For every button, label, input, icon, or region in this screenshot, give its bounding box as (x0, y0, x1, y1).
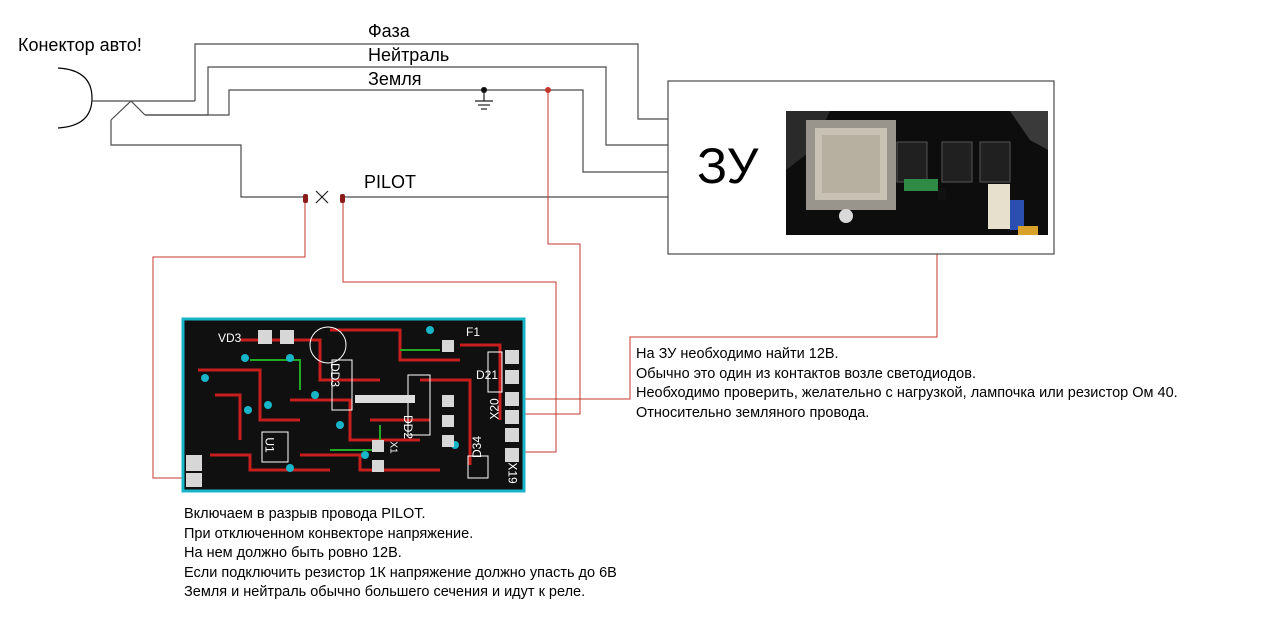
pcb-label-d34: D34 (470, 435, 485, 459)
charger-note-line: Необходимо проверить, желательно с нагру… (636, 385, 1178, 401)
signal-wires (152, 90, 938, 479)
pcb-label-d21: D21 (476, 368, 499, 382)
pilot-note-line: Включаем в разрыв провода PILOT. (184, 506, 426, 522)
pilot-tap-right (340, 194, 345, 203)
pcb-board (181, 317, 526, 493)
phase-wire (194, 43, 668, 120)
pcb-label-x20: X20 (487, 398, 502, 420)
pcb-label-dd3: DD3 (328, 362, 343, 388)
charger-note-line: Относительно земляного провода. (636, 404, 870, 421)
charger-note-line: Обычно это один из контактов возле свето… (636, 365, 976, 382)
charger-note: На ЗУ необходимо найти 12В. Обычно это о… (636, 345, 1178, 423)
charger-note-line: На ЗУ необходимо найти 12В. (636, 346, 839, 362)
pcb-label-u1: U1 (262, 437, 277, 453)
charger-label: ЗУ (697, 138, 759, 194)
pilot-label: PILOT (364, 172, 417, 192)
pilot-note-line: На нем должно быть ровно 12В. (184, 545, 402, 561)
pilot-wire (110, 120, 306, 198)
break-x-icon (315, 190, 329, 204)
charger-photo (786, 111, 1048, 235)
connector-fanout (92, 100, 195, 121)
pcb-label-x1: X1 (387, 441, 399, 454)
ground-wire (145, 89, 668, 173)
connector-label: Конектор авто! (18, 35, 142, 55)
phase-label: Фаза (368, 21, 410, 41)
connector-socket-icon (57, 67, 93, 129)
pilot-note: Включаем в разрыв провода PILOT. При отк… (184, 505, 617, 603)
pilot-tap-left (303, 194, 308, 203)
pilot-note-line: При отключенном конвекторе напряжение. (184, 525, 474, 542)
ground-symbol-icon (475, 86, 493, 110)
ground-label: Земля (368, 69, 422, 89)
pcb-label-f1: F1 (466, 325, 481, 339)
pcb-label-dd2: DD2 (401, 414, 416, 440)
pcb-label-x19: X19 (505, 462, 520, 484)
neutral-label: Нейтраль (368, 45, 450, 65)
pilot-note-line: Земля и нейтраль обычно большего сечения… (184, 584, 586, 600)
pcb-label-vd3: VD3 (218, 331, 242, 345)
pilot-note-line: Если подключить резистор 1К напряжение д… (184, 564, 617, 581)
